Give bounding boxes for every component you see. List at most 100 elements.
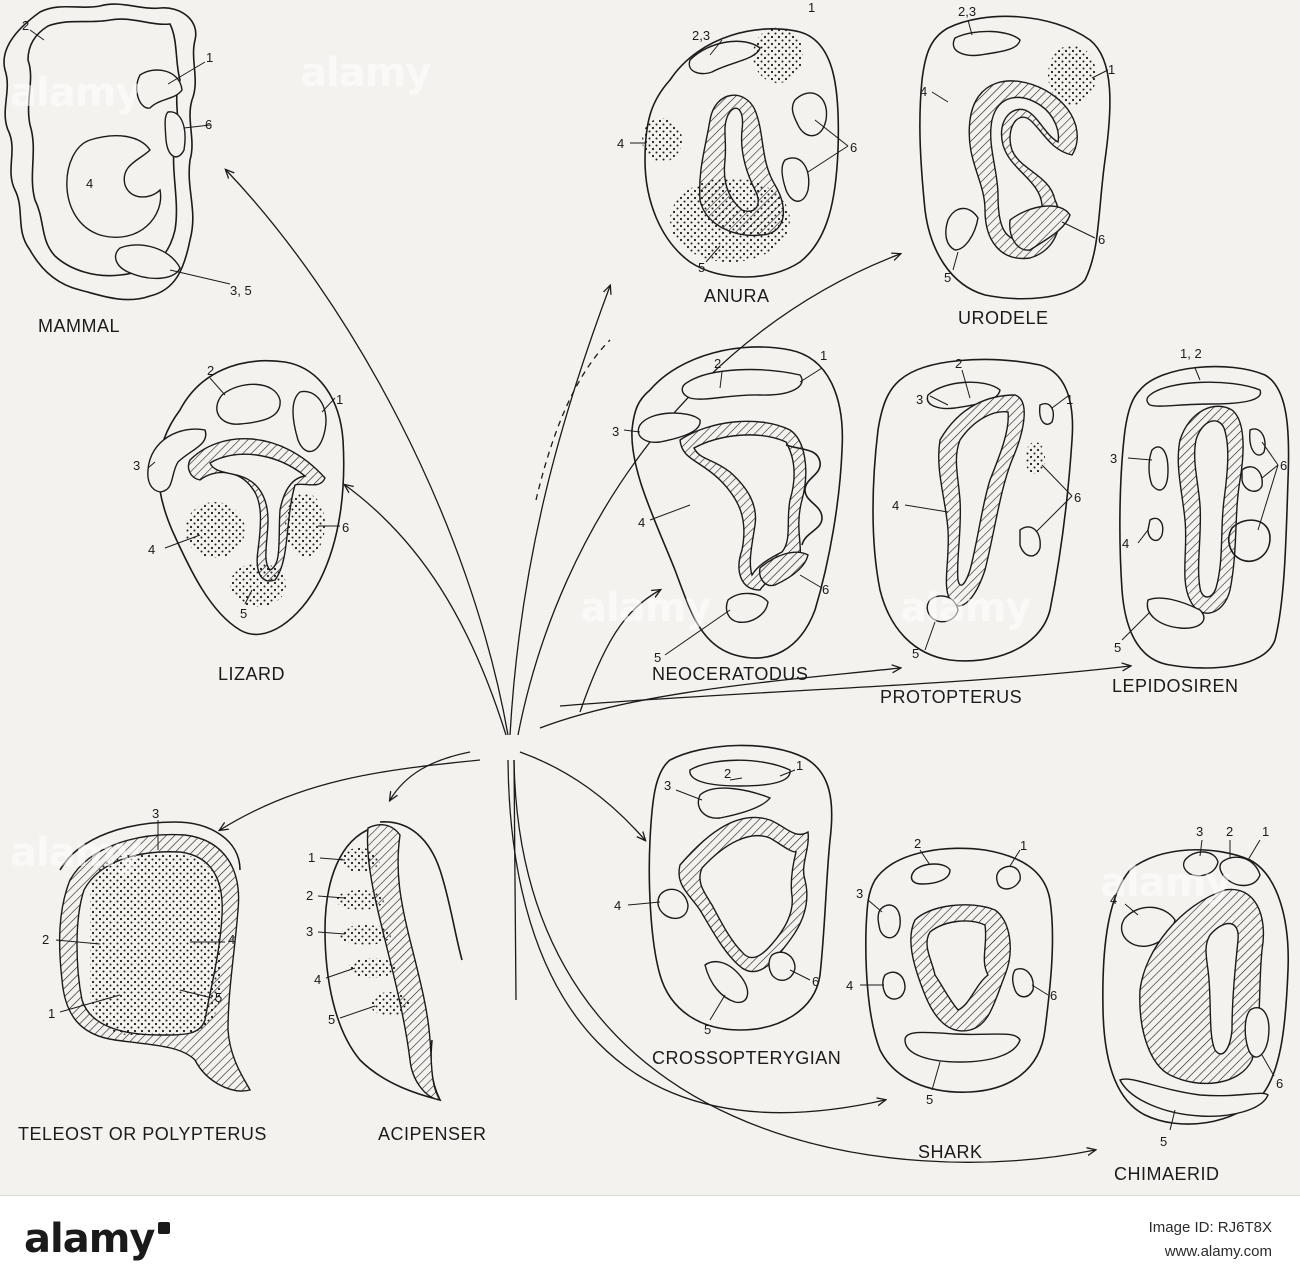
svg-text:3: 3 xyxy=(1110,451,1117,466)
label-chimaerid: CHIMAERID xyxy=(1114,1164,1220,1184)
svg-text:1: 1 xyxy=(308,850,315,865)
alamy-logo[interactable]: alamy xyxy=(24,1216,171,1262)
svg-text:3: 3 xyxy=(133,458,140,473)
svg-text:3: 3 xyxy=(856,886,863,901)
svg-text:6: 6 xyxy=(850,140,857,155)
svg-text:4: 4 xyxy=(846,978,853,993)
label-crossopterygian: CROSSOPTERYGIAN xyxy=(652,1048,841,1068)
arrow-to-chimaerid xyxy=(513,759,1095,1163)
svg-text:1: 1 xyxy=(48,1006,55,1021)
panel-lepidosiren: 1, 2 3 4 6 5 LEPIDOSIREN xyxy=(1110,346,1290,696)
arrow-to-lizard xyxy=(345,485,507,736)
svg-text:6: 6 xyxy=(812,974,819,989)
arrow-trunk xyxy=(513,759,517,1001)
svg-text:5: 5 xyxy=(944,270,951,285)
radiation-arrows xyxy=(220,170,1130,1163)
svg-text:5: 5 xyxy=(654,650,661,665)
panel-mammal: 2 1 6 4 3, 5 MAMMAL xyxy=(3,3,252,336)
svg-text:5: 5 xyxy=(240,606,247,621)
label-lizard: LIZARD xyxy=(218,664,285,684)
svg-text:1: 1 xyxy=(796,758,803,773)
label-acipenser: ACIPENSER xyxy=(378,1124,487,1144)
svg-text:4: 4 xyxy=(148,542,155,557)
svg-text:2: 2 xyxy=(1226,824,1233,839)
panel-protopterus: 2 1 3 4 6 5 PROTOPTERUS xyxy=(872,356,1081,707)
logo-mark-icon xyxy=(158,1222,171,1234)
svg-text:2: 2 xyxy=(714,356,721,371)
svg-text:1: 1 xyxy=(206,50,213,65)
svg-text:6: 6 xyxy=(1280,458,1287,473)
svg-text:1: 1 xyxy=(336,392,343,407)
svg-text:3: 3 xyxy=(306,924,313,939)
svg-text:6: 6 xyxy=(1098,232,1105,247)
site-url[interactable]: www.alamy.com xyxy=(1164,1243,1272,1260)
panel-chimaerid: 3 2 1 4 6 5 CHIMAERID xyxy=(1102,824,1290,1184)
arrow-to-crossopterygian xyxy=(519,751,645,840)
arrow-to-urodele xyxy=(517,254,900,736)
svg-text:4: 4 xyxy=(892,498,899,513)
panel-acipenser: 1 2 3 4 5 ACIPENSER xyxy=(306,821,487,1144)
label-mammal: MAMMAL xyxy=(38,316,120,336)
panel-neoceratodus: 2 1 3 4 6 5 NEOCERATODUS xyxy=(612,346,844,684)
svg-text:2,3: 2,3 xyxy=(958,4,976,19)
svg-text:5: 5 xyxy=(1160,1134,1167,1149)
svg-text:6: 6 xyxy=(205,117,212,132)
svg-text:5: 5 xyxy=(704,1022,711,1037)
svg-text:4: 4 xyxy=(614,898,621,913)
label-urodele: URODELE xyxy=(958,308,1049,328)
label-teleost: TELEOST OR POLYPTERUS xyxy=(18,1124,267,1144)
svg-text:5: 5 xyxy=(698,260,705,275)
panel-crossopterygian: 2 1 3 4 6 5 CROSSOPTERYGIAN xyxy=(614,744,841,1068)
svg-text:1: 1 xyxy=(1020,838,1027,853)
panel-lizard: 2 1 3 4 6 5 LIZARD xyxy=(133,360,349,684)
svg-text:3: 3 xyxy=(612,424,619,439)
panel-teleost: 3 2 4 1 5 TELEOST OR POLYPTERUS xyxy=(18,806,267,1144)
svg-text:2: 2 xyxy=(306,888,313,903)
svg-text:2: 2 xyxy=(914,836,921,851)
arrow-to-neoceratodus xyxy=(579,590,660,713)
svg-text:6: 6 xyxy=(342,520,349,535)
svg-text:1: 1 xyxy=(1262,824,1269,839)
svg-text:5: 5 xyxy=(926,1092,933,1107)
svg-text:3: 3 xyxy=(916,392,923,407)
svg-text:1: 1 xyxy=(1066,392,1073,407)
label-lepidosiren: LEPIDOSIREN xyxy=(1112,676,1239,696)
svg-text:5: 5 xyxy=(328,1012,335,1027)
dashed-link xyxy=(535,339,611,501)
svg-text:4: 4 xyxy=(1122,536,1129,551)
image-meta: Image ID: RJ6T8X www.alamy.com xyxy=(1149,1216,1272,1264)
diagram-svg: 2 1 6 4 3, 5 MAMMAL 2 1 3 4 6 5 LIZARD xyxy=(3,0,1290,1184)
arrow-to-mammal xyxy=(226,170,509,736)
svg-text:4: 4 xyxy=(1110,892,1117,907)
svg-text:6: 6 xyxy=(822,582,829,597)
arrow-to-protopterus xyxy=(539,668,900,729)
label-protopterus: PROTOPTERUS xyxy=(880,687,1022,707)
svg-text:3, 5: 3, 5 xyxy=(230,283,252,298)
svg-text:5: 5 xyxy=(1114,640,1121,655)
arrow-to-acipenser xyxy=(390,751,471,800)
svg-text:6: 6 xyxy=(1050,988,1057,1003)
svg-text:1: 1 xyxy=(1108,62,1115,77)
svg-text:6: 6 xyxy=(1276,1076,1283,1091)
svg-text:2: 2 xyxy=(955,356,962,371)
svg-text:2: 2 xyxy=(207,363,214,378)
svg-text:1: 1 xyxy=(808,0,815,15)
svg-text:3: 3 xyxy=(664,778,671,793)
label-neoceratodus: NEOCERATODUS xyxy=(652,664,808,684)
label-anura: ANURA xyxy=(704,286,770,306)
footer-bar: alamy Image ID: RJ6T8X www.alamy.com xyxy=(0,1195,1300,1286)
svg-text:2: 2 xyxy=(42,932,49,947)
image-id: Image ID: RJ6T8X xyxy=(1148,1219,1272,1236)
arrow-to-teleost xyxy=(220,759,481,830)
svg-text:4: 4 xyxy=(920,84,927,99)
svg-text:3: 3 xyxy=(152,806,159,821)
svg-text:4: 4 xyxy=(617,136,624,151)
panel-anura: 2,3 1 4 6 5 ANURA xyxy=(617,0,857,306)
diagram-figure: 2 1 6 4 3, 5 MAMMAL 2 1 3 4 6 5 LIZARD xyxy=(0,0,1300,1195)
svg-text:5: 5 xyxy=(215,990,222,1005)
panel-shark: 2 1 3 4 6 5 SHARK xyxy=(846,836,1057,1162)
svg-text:4: 4 xyxy=(314,972,321,987)
arrow-to-shark xyxy=(507,759,885,1114)
svg-text:4: 4 xyxy=(638,515,645,530)
svg-text:1: 1 xyxy=(820,348,827,363)
